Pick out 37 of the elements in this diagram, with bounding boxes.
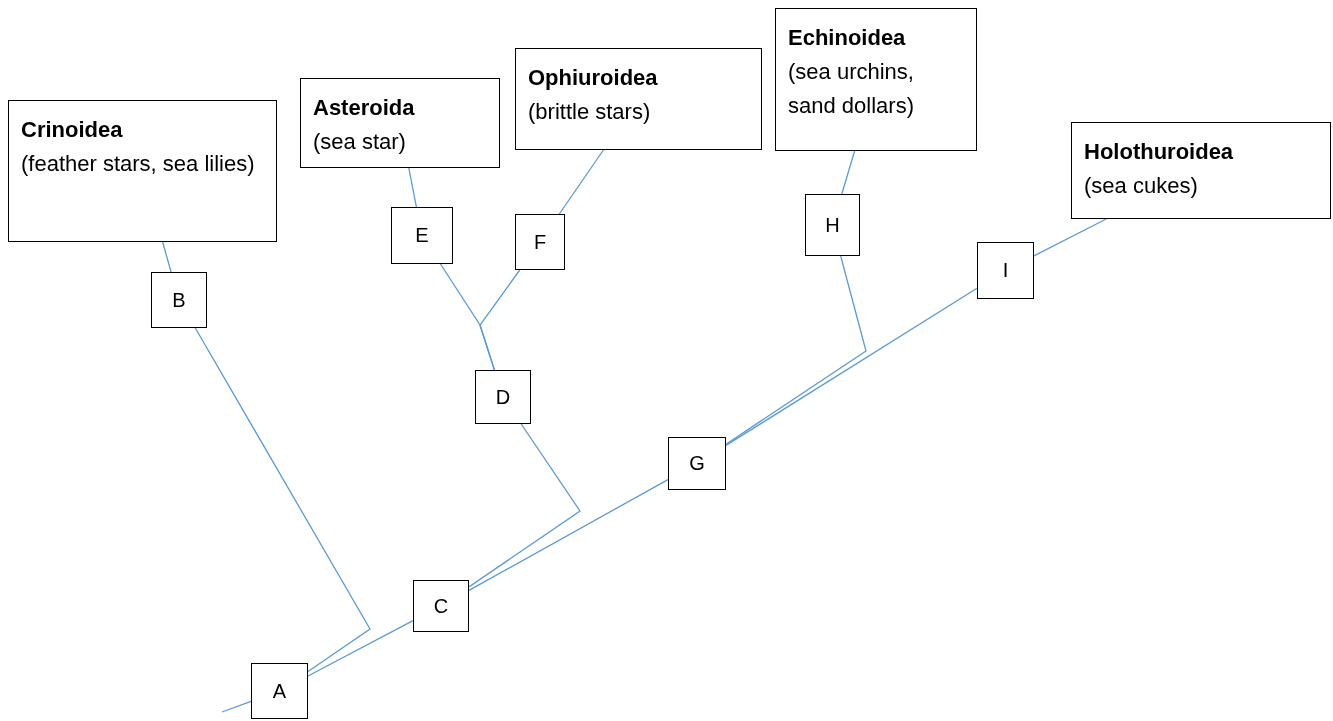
- branch-label: B: [151, 272, 207, 328]
- branch-label: A: [251, 663, 308, 719]
- branch-label: D: [475, 370, 531, 424]
- branch-line: [725, 255, 867, 445]
- taxon-name: Echinoidea: [788, 24, 907, 52]
- branch-line: [841, 150, 856, 195]
- branch-label: C: [413, 580, 469, 632]
- branch-line: [307, 620, 414, 677]
- branch-line: [221, 700, 252, 713]
- taxon-box: [300, 78, 500, 168]
- taxon-box: [8, 100, 277, 242]
- branch-line: [479, 269, 521, 371]
- taxon-name: Holothuroidea: [1084, 138, 1235, 166]
- taxon-box: [1071, 122, 1331, 219]
- taxon-box: [515, 48, 762, 150]
- taxon-name: Crinoidea: [21, 116, 124, 144]
- branch-label: E: [391, 207, 453, 264]
- branch-line: [725, 287, 978, 447]
- branch-line: [408, 167, 418, 208]
- branch-line: [194, 327, 371, 673]
- branch-line: [468, 478, 669, 592]
- branch-label: I: [977, 242, 1034, 299]
- branch-line: [558, 149, 605, 215]
- taxon-box: [775, 8, 977, 151]
- common-names: (sea urchins, sand dollars): [788, 58, 915, 120]
- branch-line: [468, 423, 581, 588]
- branch-label: G: [668, 437, 726, 490]
- branch-label: H: [805, 194, 860, 256]
- common-names: (brittle stars): [528, 98, 652, 126]
- branch-line: [1033, 218, 1107, 257]
- common-names: (feather stars, sea lilies): [21, 150, 256, 178]
- branch-line: [161, 241, 172, 273]
- branch-label: F: [515, 214, 565, 270]
- taxon-name: Ophiuroidea: [528, 64, 659, 92]
- common-names: (sea cukes): [1084, 172, 1199, 200]
- common-names: (sea star): [313, 128, 407, 156]
- taxon-name: Asteroida: [313, 94, 416, 122]
